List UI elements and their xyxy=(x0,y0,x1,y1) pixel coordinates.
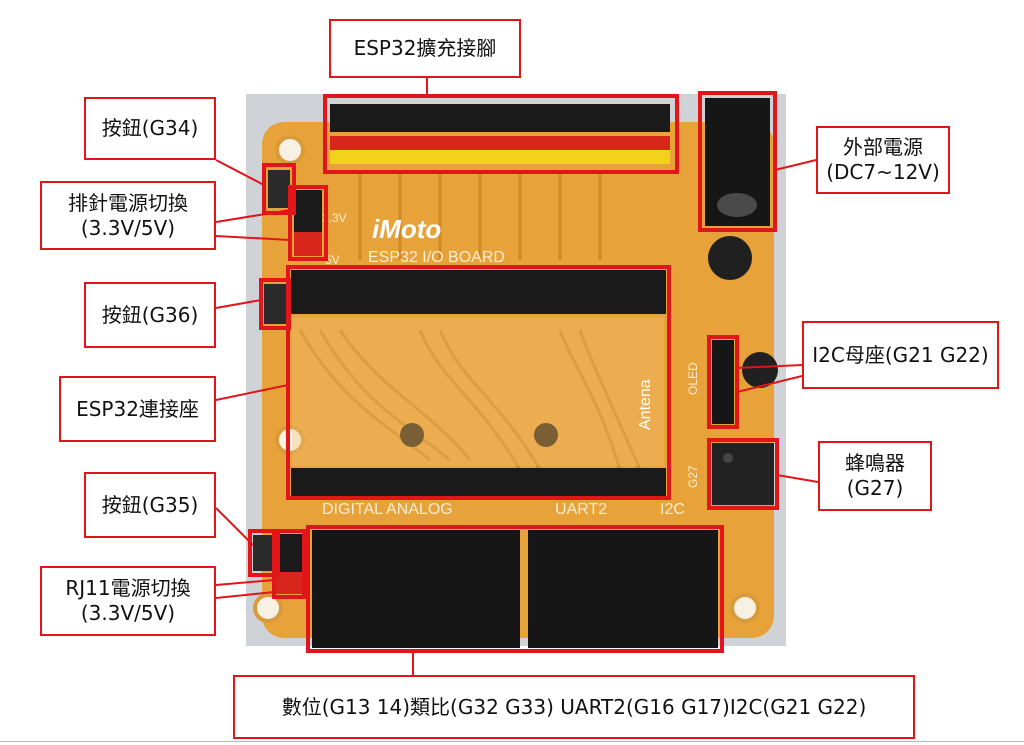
callout-esp32-socket: ESP32連接座 xyxy=(59,376,216,442)
button-g36-component xyxy=(264,284,286,324)
button-g34-component xyxy=(268,170,290,208)
box-dc-jack xyxy=(698,91,777,232)
board-subtitle: ESP32 I/O BOARD xyxy=(368,249,505,266)
capacitor xyxy=(742,352,778,388)
callout-button-g34: 按鈕(G34) xyxy=(84,97,216,160)
silk-digital-analog: DIGITAL ANALOG xyxy=(322,501,453,518)
top-pin-header xyxy=(330,104,670,164)
rj11-power-jumper xyxy=(276,534,302,574)
callout-text: 外部電源 xyxy=(843,135,923,159)
silk-oled: OLED xyxy=(686,362,700,395)
mounting-hole xyxy=(253,593,283,623)
box-rj11-power xyxy=(272,529,306,599)
box-i2c-header xyxy=(707,335,739,429)
capacitor xyxy=(708,236,752,280)
callout-text: (DC7~12V) xyxy=(826,160,940,184)
callout-rj11-power-switch: RJ11電源切換 (3.3V/5V) xyxy=(40,566,216,636)
callout-text: ESP32擴充接腳 xyxy=(353,36,497,60)
rj11-power-jumper-red xyxy=(276,572,302,594)
callout-text: I2C母座(G21 G22) xyxy=(812,342,989,367)
silk-33v: 3.3V xyxy=(322,211,347,225)
esp32-socket xyxy=(291,270,666,496)
antenna-label: Antena xyxy=(637,379,654,430)
mounting-hole xyxy=(534,423,558,447)
callout-button-g35: 按鈕(G35) xyxy=(84,472,216,538)
callout-text: 按鈕(G36) xyxy=(101,302,199,327)
mounting-hole xyxy=(400,423,424,447)
box-pin-power xyxy=(288,185,328,261)
callout-text: RJ11電源切換 xyxy=(65,576,191,600)
mounting-hole xyxy=(730,593,760,623)
box-rj11-ports xyxy=(306,525,724,653)
callout-pin-power-switch: 排針電源切換 (3.3V/5V) xyxy=(40,181,216,250)
rj11-jack-left xyxy=(312,530,520,648)
connector-lines xyxy=(215,78,819,675)
silk-uart2: UART2 xyxy=(555,501,607,518)
silk-i2c: I2C xyxy=(660,501,685,518)
pin-power-jumper xyxy=(294,190,322,234)
silk-g27: G27 xyxy=(686,465,700,488)
box-buzzer xyxy=(707,438,779,510)
bottom-divider xyxy=(0,741,1024,742)
box-button-g35 xyxy=(248,529,280,577)
callout-button-g36: 按鈕(G36) xyxy=(84,282,216,348)
rj11-jack-right xyxy=(528,530,718,648)
callout-text: 數位(G13 14)類比(G32 G33) UART2(G16 G17)I2C(… xyxy=(281,694,867,719)
silk-5v: 5V xyxy=(325,253,340,267)
callout-esp32-header: ESP32擴充接腳 xyxy=(329,19,521,78)
pcb-board xyxy=(262,122,774,638)
callout-buzzer: 蜂鳴器 (G27) xyxy=(818,441,932,511)
callout-text: 按鈕(G35) xyxy=(101,492,199,517)
callout-external-power: 外部電源 (DC7~12V) xyxy=(816,126,950,194)
mounting-hole xyxy=(275,135,305,165)
buzzer-hole xyxy=(723,453,733,463)
i2c-header-component xyxy=(712,340,734,424)
callout-text: 按鈕(G34) xyxy=(101,116,199,140)
callout-text: 蜂鳴器 xyxy=(845,451,905,475)
board-logo: iMoto xyxy=(372,214,441,244)
callout-rj11-ports: 數位(G13 14)類比(G32 G33) UART2(G16 G17)I2C(… xyxy=(233,675,915,739)
dc-jack xyxy=(705,98,770,226)
box-esp32-header xyxy=(323,94,679,174)
callout-text: 排針電源切換 xyxy=(68,190,188,215)
callout-text: (3.3V/5V) xyxy=(80,215,176,240)
pin-power-jumper-red xyxy=(294,232,322,256)
button-g35-component xyxy=(253,535,275,571)
buzzer-component xyxy=(712,443,774,505)
callout-text: (G27) xyxy=(846,476,904,500)
callout-text: (3.3V/5V) xyxy=(80,601,176,625)
highlight-boxes xyxy=(248,91,779,653)
box-esp32-socket xyxy=(286,265,671,500)
callout-text: ESP32連接座 xyxy=(76,396,199,421)
callout-i2c-socket: I2C母座(G21 G22) xyxy=(802,321,999,389)
